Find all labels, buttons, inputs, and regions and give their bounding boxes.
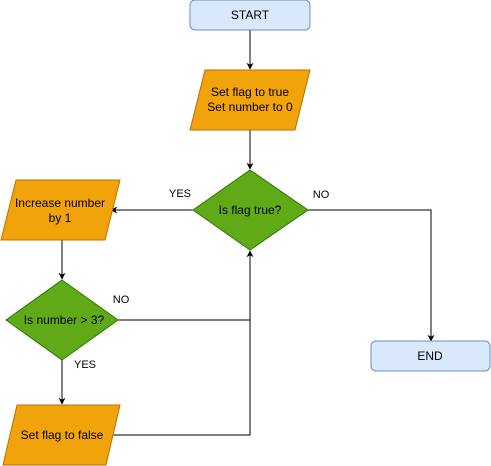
init-shape	[189, 69, 311, 131]
number-check-node: Is number > 3?	[5, 279, 119, 361]
init-label-line-1: Set flag to true	[211, 85, 289, 99]
increase-label-line-1: Increase number	[15, 196, 105, 210]
increase-node: Increase number by 1	[0, 179, 121, 241]
start-label: START	[231, 8, 270, 22]
start-node: START	[189, 0, 311, 31]
end-shape	[370, 340, 491, 372]
set-false-node: Set flag to false	[2, 404, 121, 466]
label-flag-no: NO	[313, 189, 330, 201]
label-number-no: NO	[113, 294, 130, 306]
label-flag-yes: YES	[169, 188, 191, 200]
edge-labels: YES NO NO YES	[74, 188, 330, 371]
edges	[58, 30, 435, 436]
flag-check-node: Is flag true?	[192, 169, 309, 251]
set-false-label: Set flag to false	[21, 428, 104, 442]
edge-flag-check-no	[308, 209, 435, 342]
init-label-line-2: Set number to 0	[207, 100, 293, 114]
edge-set-false-return	[113, 250, 254, 436]
end-label: END	[417, 349, 443, 363]
start-shape	[189, 0, 311, 31]
init-node: Set flag to true Set number to 0	[189, 69, 311, 131]
number-check-shape	[5, 279, 119, 361]
end-node: END	[370, 340, 491, 372]
number-check-label: Is number > 3?	[24, 313, 105, 327]
flag-check-label: Is flag true?	[219, 203, 282, 217]
set-false-shape	[2, 404, 121, 466]
flag-check-shape	[192, 169, 309, 251]
increase-label-line-2: by 1	[49, 211, 72, 225]
label-number-yes: YES	[74, 359, 96, 371]
increase-shape	[0, 179, 121, 241]
